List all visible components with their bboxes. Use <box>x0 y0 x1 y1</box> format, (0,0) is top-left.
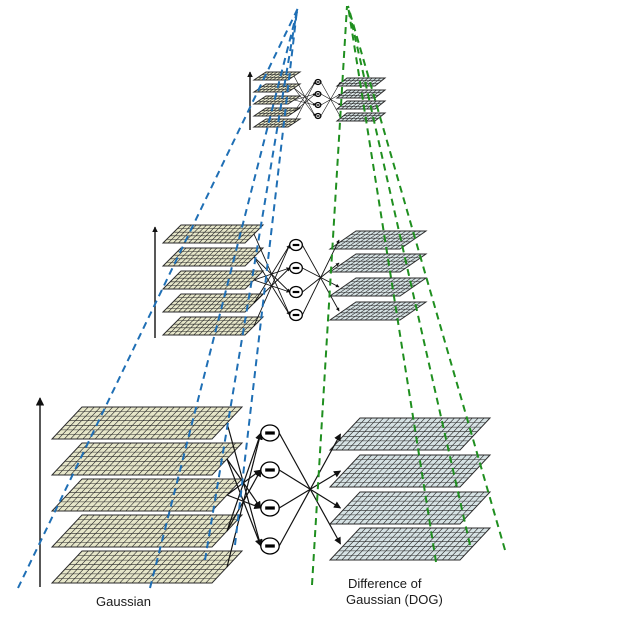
octave-2-gaussian-level-4-grid <box>166 247 260 267</box>
octave-3-gaussian-level-2 <box>252 107 302 117</box>
octave-1-dog-level-1-grid <box>334 527 486 561</box>
octave-3-subtract-minus-circle-icon-2 <box>314 101 322 109</box>
octave-2-gaussian-level-2-grid <box>166 293 260 313</box>
octave-2-dog-level-1-grid <box>334 301 422 321</box>
octave-2-dog-level-4-grid <box>334 230 422 250</box>
octave-3-gaussian-stack <box>252 71 302 128</box>
octave-3-gaussian-level-1 <box>252 118 302 128</box>
arrows-layer <box>35 71 342 587</box>
dog-label-line2: Gaussian (DOG) <box>346 592 443 607</box>
projection-line-green-2 <box>347 5 437 563</box>
octave-1-gaussian-level-1-grid <box>56 550 238 584</box>
octave-3-gaussian-level-5 <box>252 71 302 81</box>
octave-2-dog-stack <box>328 230 428 321</box>
octave-2-dog-level-3-grid <box>334 253 422 273</box>
octave-3-gaussian-level-5-surface <box>252 71 302 81</box>
octave-3-gaussian-level-2-surface <box>252 107 302 117</box>
octave-1-dog-level-2 <box>328 491 492 525</box>
octave-2-arrow-out-4 <box>301 244 340 312</box>
octave-3-subtract-minus-circle-icon-3 <box>314 90 322 98</box>
octave-2-dog-level-2 <box>328 277 428 297</box>
octave-2-dog-level-4 <box>328 230 428 250</box>
octave-2-gaussian-level-5 <box>161 224 265 244</box>
gaussian-label: Gaussian <box>96 594 151 609</box>
octave-3-arrow-out-4 <box>320 81 341 118</box>
octave-1-dog-level-3-grid <box>334 454 486 488</box>
octave-3-dog-level-1-grid <box>340 112 382 122</box>
octave-3-gaussian-level-4-grid <box>257 83 297 93</box>
octave-3-arrow-in-a-1 <box>293 75 316 117</box>
octave-3-dog-level-1-surface <box>335 112 387 122</box>
projection-line-green-3 <box>347 5 471 546</box>
octave-2-arrow-in-b-4 <box>253 244 291 327</box>
octave-2-subtract-minus-circle-icon-4 <box>289 238 303 252</box>
octave-1-gaussian-level-3-grid <box>56 478 238 512</box>
octave-1-subtract-minus-circle-icon-2 <box>260 499 280 517</box>
octave-2-arrow-in-a-4 <box>253 244 291 304</box>
octave-3-subtract-minus-circle-icon-4 <box>314 78 322 86</box>
octave-1-dog-level-4 <box>328 417 492 451</box>
octave-1-subtract-minus-circle-icon-4 <box>260 424 280 442</box>
octave-3-gaussian-level-3-surface <box>252 95 302 105</box>
octave-1-gaussian-level-4 <box>50 442 244 476</box>
octave-3-arrow-in-b-4 <box>293 81 316 124</box>
octave-1-subtract-minus-circle-icon-3 <box>260 461 280 479</box>
projection-line-blue-3 <box>204 9 298 561</box>
octave-2-gaussian-level-1-grid <box>166 316 260 336</box>
octave-3-gaussian-level-2-grid <box>257 107 297 117</box>
octave-3-gaussian-level-1-surface <box>252 118 302 128</box>
octave-2-subtract-minus-circle-icon-1 <box>289 308 303 322</box>
octave-1-subtract-minus-circle-icon-1 <box>260 537 280 555</box>
octave-1-dog-level-4-grid <box>334 417 486 451</box>
octave-1-gaussian-level-5-grid <box>56 406 238 440</box>
octave-1-gaussian-level-5 <box>50 406 244 440</box>
octave-2-gaussian-level-2 <box>161 293 265 313</box>
octave-1-arrow-in-b-4 <box>226 432 263 568</box>
octave-3-gaussian-level-1-grid <box>257 118 297 128</box>
octave-2-dog-level-3 <box>328 253 428 273</box>
projection-lines-layer <box>17 5 506 589</box>
octave-2-subtract-minus-circle-icon-2 <box>289 285 303 299</box>
projection-line-green-1 <box>311 5 348 586</box>
octave-1-gaussian-stack <box>50 406 244 584</box>
octave-1-gaussian-level-2 <box>50 514 244 548</box>
octave-1-dog-level-1 <box>328 527 492 561</box>
octave-2-gaussian-level-5-grid <box>166 224 260 244</box>
octave-1-arrow-in-a-4 <box>226 432 263 532</box>
octave-2-gaussian-level-1 <box>161 316 265 336</box>
octave-1-gaussian-level-4-grid <box>56 442 238 476</box>
octave-1-dog-stack <box>328 417 492 561</box>
octave-3-arrow-in-a-4 <box>293 81 316 113</box>
octave-3-gaussian-level-3 <box>252 95 302 105</box>
octave-2-gaussian-level-4 <box>161 247 265 267</box>
octave-1-dog-level-2-grid <box>334 491 486 525</box>
octave-3-dog-level-2 <box>335 100 387 110</box>
projection-line-blue-4 <box>234 9 298 546</box>
octave-1-arrow-out-4 <box>278 432 342 545</box>
octave-2-gaussian-level-3 <box>161 270 265 290</box>
octave-1-arrow-in-b-1 <box>226 458 262 547</box>
projection-line-green-4 <box>347 5 506 551</box>
octave-1-gaussian-level-1 <box>50 550 244 584</box>
octave-2-subtract-minus-circle-icon-3 <box>289 261 303 275</box>
octave-3-subtract-minus-circle-icon-1 <box>314 112 322 120</box>
octave-2-dog-level-1 <box>328 301 428 321</box>
octave-1-gaussian-level-2-grid <box>56 514 238 548</box>
octave-3-dog-level-1 <box>335 112 387 122</box>
projection-line-blue-2 <box>149 7 299 589</box>
dog-label-line1: Difference of <box>348 576 422 591</box>
octave-1-dog-level-3 <box>328 454 492 488</box>
octave-2-gaussian-stack <box>161 224 265 336</box>
